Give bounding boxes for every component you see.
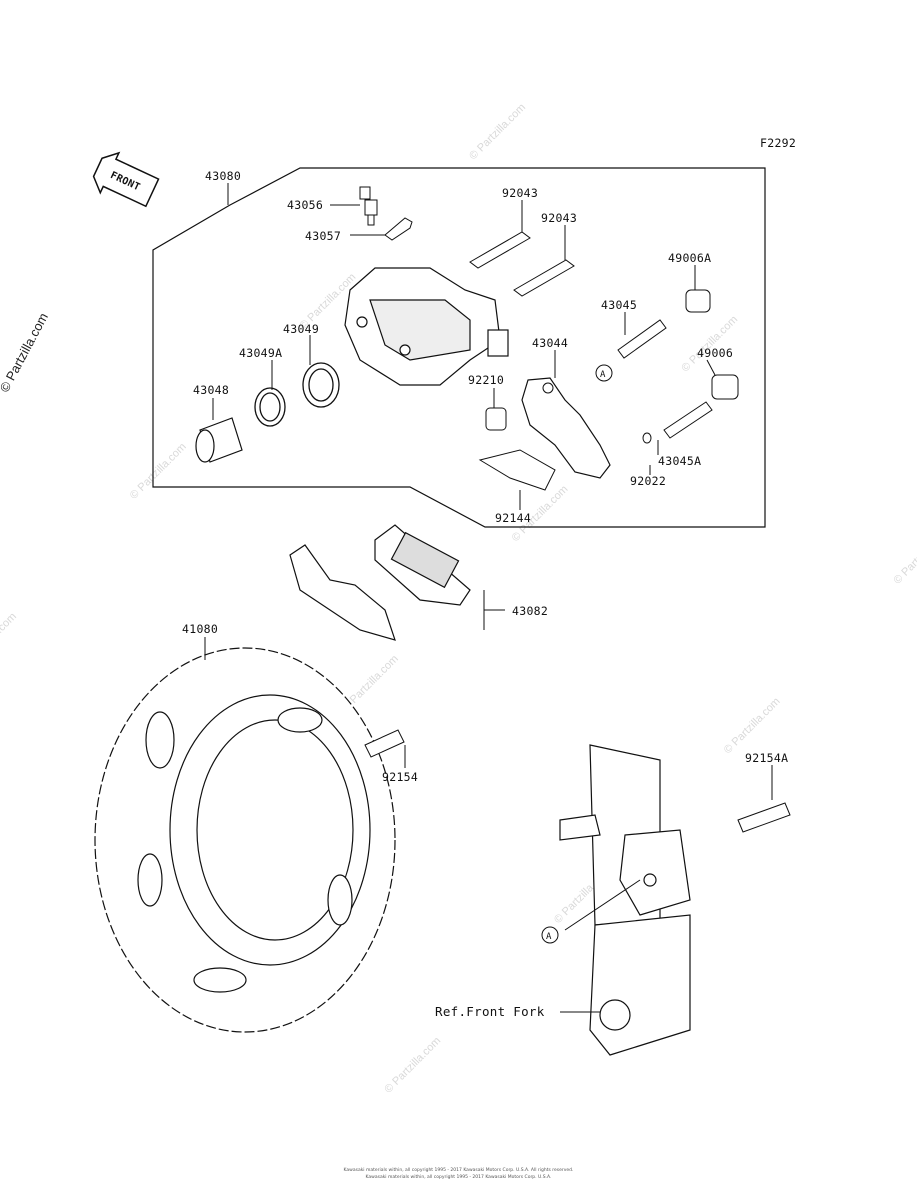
part-label-41080: 41080 xyxy=(182,622,218,636)
part-label-92144: 92144 xyxy=(495,511,531,525)
part-label-43049: 43049 xyxy=(283,322,319,336)
piston xyxy=(195,417,243,463)
bleeder-valve xyxy=(359,186,378,226)
front-arrow-icon: FRONT xyxy=(92,151,160,208)
bleeder-cap xyxy=(384,217,413,241)
callout-a-bottom: A xyxy=(541,926,559,944)
pad-spring xyxy=(478,449,556,491)
watermark-text: © Partzilla.com xyxy=(467,101,528,162)
pin-boots xyxy=(485,289,739,444)
part-label-43044: 43044 xyxy=(532,336,568,350)
leader-lines xyxy=(204,183,773,1013)
part-label-49006: 49006 xyxy=(697,346,733,360)
part-label-43080: 43080 xyxy=(205,169,241,183)
callout-a-top: A xyxy=(595,364,613,382)
part-label-92210: 92210 xyxy=(468,373,504,387)
callout-a-label: A xyxy=(546,932,552,942)
figure-code: F2292 xyxy=(760,136,796,150)
fork-bolt xyxy=(737,802,791,833)
part-label-92043a: 92043 xyxy=(502,186,538,200)
part-label-92043b: 92043 xyxy=(541,211,577,225)
callout-a-label: A xyxy=(600,370,606,380)
piston-seals xyxy=(254,362,340,427)
part-labels: 43080 43056 43057 92043 92043 49006A 430… xyxy=(182,169,788,1019)
disc-bolt xyxy=(364,729,405,758)
caliper-body xyxy=(344,267,509,386)
part-label-43049A: 43049A xyxy=(239,346,282,360)
part-label-92022: 92022 xyxy=(630,474,666,488)
part-label-43045: 43045 xyxy=(601,298,637,312)
caliper-bracket xyxy=(521,377,611,479)
copyright-line-2: Kawasaki materials within, all copyright… xyxy=(365,1175,552,1180)
caliper-assembly-outline xyxy=(152,167,766,528)
part-label-43057: 43057 xyxy=(305,229,341,243)
slide-pins xyxy=(469,231,575,297)
watermark-text: © Partzilla.com xyxy=(128,441,189,502)
watermark-text: © Partzilla.com xyxy=(382,1035,443,1096)
brake-disc xyxy=(94,647,396,1033)
part-label-43082: 43082 xyxy=(512,604,548,618)
part-label-43045A: 43045A xyxy=(658,454,701,468)
watermark-text: © Partzilla.com xyxy=(891,526,917,587)
front-fork-leg xyxy=(559,744,691,1056)
copyright-line-1: Kawasaki materials within, all copyright… xyxy=(343,1168,574,1173)
watermark-text: © Partzilla.com xyxy=(722,695,783,756)
part-label-43056: 43056 xyxy=(287,198,323,212)
part-label-92154: 92154 xyxy=(382,770,418,784)
part-label-43048: 43048 xyxy=(193,383,229,397)
ref-front-fork-label: Ref.Front Fork xyxy=(435,1004,545,1019)
part-label-49006A: 49006A xyxy=(668,251,711,265)
watermark-text: © Partzilla.com xyxy=(0,611,19,672)
brake-pads xyxy=(289,524,471,641)
part-label-92154A: 92154A xyxy=(745,751,788,765)
